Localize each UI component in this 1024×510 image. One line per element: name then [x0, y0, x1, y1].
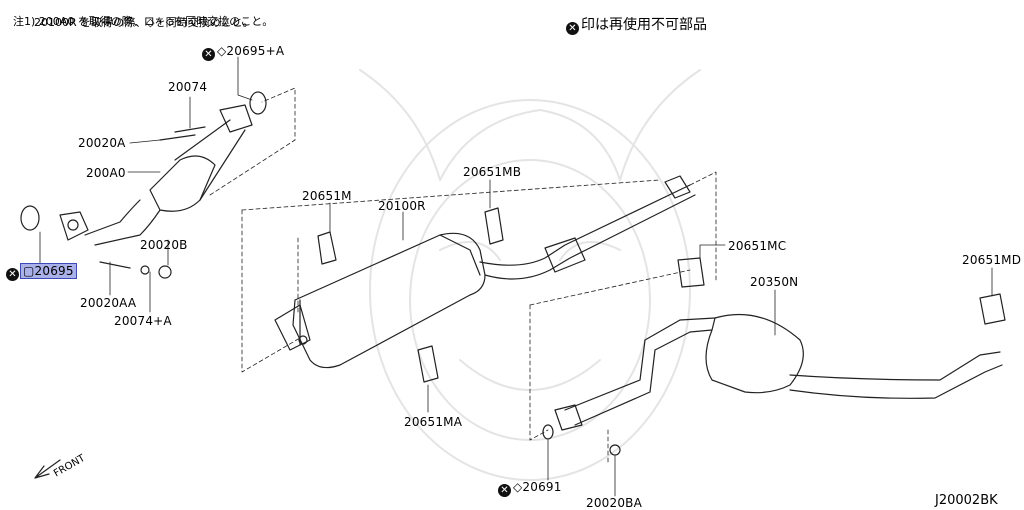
note-line-1: 200A0 を取得の際、ロ・◇を同時交換のこと。	[38, 15, 274, 28]
hanger-20651MC	[677, 257, 705, 288]
label-20695A[interactable]: ✕◇20695+A	[202, 44, 284, 61]
label-20651MD[interactable]: 20651MD	[962, 253, 1022, 267]
hanger-20651M	[317, 231, 337, 265]
non-reusable-icon: ✕	[6, 268, 19, 281]
label-20020B[interactable]: 20020B	[140, 238, 188, 252]
label-20651MB[interactable]: 20651MB	[463, 165, 522, 179]
legend: ✕印は再使用不可部品	[566, 17, 707, 35]
label-20020AA[interactable]: 20020AA	[80, 296, 137, 310]
center-muffler-20100R	[274, 175, 696, 369]
label-20691[interactable]: ✕◇20691	[498, 480, 562, 497]
hanger-20651MD	[979, 293, 1006, 325]
gasket-20691	[542, 424, 554, 440]
non-reusable-icon: ✕	[202, 48, 215, 61]
label-20651MA[interactable]: 20651MA	[404, 415, 463, 429]
dashed-guides	[209, 87, 717, 466]
washer-20074A	[140, 265, 150, 275]
label-20020A[interactable]: 20020A	[78, 136, 126, 150]
hanger-20651MA	[417, 345, 439, 383]
diagram-code: J20002BK	[935, 493, 998, 508]
leader-lines-right	[329, 179, 993, 497]
note-line-2: 20100R を取得の際、◇を同時交換のこと。	[34, 16, 254, 29]
bolt-20020AA	[99, 261, 131, 269]
non-reusable-icon: ✕	[498, 484, 511, 497]
hanger-20651MB	[484, 207, 504, 245]
leader-lines-left	[24, 56, 253, 313]
non-reusable-icon: ✕	[566, 22, 579, 35]
bolt-20074	[174, 126, 206, 133]
label-200A0[interactable]: 200A0	[86, 166, 126, 180]
rear-muffler-20350N	[554, 313, 1003, 431]
bolt-20020A	[159, 134, 196, 141]
label-20020BA[interactable]: 20020BA	[586, 496, 643, 510]
nut-20020BA	[609, 444, 621, 456]
front-arrow	[34, 459, 61, 479]
legend-text: 印は再使用不可部品	[581, 17, 707, 33]
label-20651M[interactable]: 20651M	[302, 189, 352, 203]
note-prefix: 注1)	[13, 15, 36, 28]
watermark-logo	[359, 69, 701, 481]
label-20100R[interactable]: 20100R	[378, 199, 426, 213]
nut-20020B	[158, 265, 172, 279]
highlighted-part-number[interactable]: ▢20695	[20, 263, 77, 279]
label-20074A[interactable]: 20074+A	[114, 314, 172, 328]
gasket-20695A	[249, 91, 267, 115]
label-20651MC[interactable]: 20651MC	[728, 239, 787, 253]
label-20074[interactable]: 20074	[168, 80, 208, 94]
note-block: 注1) 200A0 を取得の際、ロ・◇を同時交換のこと。	[6, 2, 273, 28]
label-20695[interactable]: ✕▢20695	[6, 263, 77, 281]
front-pipe-catalyst-200A0	[59, 104, 253, 246]
label-20350N[interactable]: 20350N	[750, 275, 799, 289]
gasket-20695	[20, 205, 40, 231]
